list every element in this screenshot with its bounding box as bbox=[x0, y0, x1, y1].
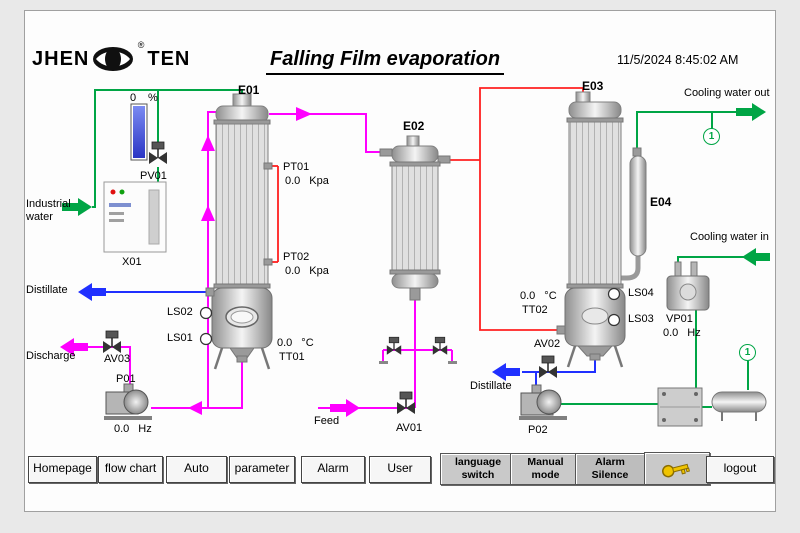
distillate-right-label: Distillate bbox=[470, 380, 512, 392]
homepage-button[interactable]: Homepage bbox=[28, 456, 97, 483]
logo: JHEN ® TEN bbox=[32, 40, 191, 72]
tt01-value: 0.0°C bbox=[277, 337, 314, 349]
flow-chart-button[interactable]: flow chart bbox=[98, 456, 163, 483]
p02-label: P02 bbox=[528, 424, 548, 436]
page-title: Falling Film evaporation bbox=[266, 48, 505, 75]
ls02-label: LS02 bbox=[167, 306, 193, 318]
pt02-tag: PT02 bbox=[283, 251, 310, 263]
e01-label: E01 bbox=[238, 83, 260, 97]
cooling-water-out-label: Cooling water out bbox=[684, 87, 770, 99]
gauge-unit: % bbox=[148, 92, 158, 104]
alarm-button[interactable]: Alarm bbox=[301, 456, 365, 483]
ls03-label: LS03 bbox=[628, 313, 654, 325]
logo-text-right: TEN bbox=[147, 47, 191, 70]
pv01-label: PV01 bbox=[140, 170, 167, 182]
logo-text-left: JHEN bbox=[32, 47, 90, 70]
manual-mode-button[interactable]: Manual mode bbox=[510, 453, 581, 485]
av03-label: AV03 bbox=[104, 353, 131, 365]
feed-label: Feed bbox=[314, 415, 340, 427]
ls01-label: LS01 bbox=[167, 332, 193, 344]
pt01-tag: PT01 bbox=[283, 161, 310, 173]
cooling-water-in-label: Cooling water in bbox=[690, 231, 769, 243]
tt02-value: 0.0°C bbox=[520, 290, 557, 302]
p01-label: P01 bbox=[116, 373, 136, 385]
language-switch-button[interactable]: language switch bbox=[440, 453, 516, 485]
x01-label: X01 bbox=[122, 256, 142, 268]
e03-label: E03 bbox=[582, 79, 604, 93]
vp01-label: VP01 bbox=[666, 313, 693, 325]
logo-registered: ® bbox=[137, 40, 145, 50]
tt02-tag: TT02 bbox=[522, 304, 548, 316]
e02-label: E02 bbox=[403, 119, 425, 133]
av01-label: AV01 bbox=[396, 422, 423, 434]
parameter-button[interactable]: parameter bbox=[229, 456, 295, 483]
auto-button[interactable]: Auto bbox=[166, 456, 227, 483]
logout-button[interactable]: logout bbox=[706, 456, 774, 483]
discharge-label: Discharge bbox=[26, 350, 76, 362]
distillate-left-label: Distillate bbox=[26, 284, 68, 296]
datetime-display: 11/5/2024 8:45:02 AM bbox=[617, 53, 739, 67]
key-icon bbox=[660, 459, 694, 479]
logo-mark-icon: ® bbox=[91, 40, 144, 72]
gauge-value: 0 bbox=[130, 92, 137, 104]
key-button[interactable] bbox=[644, 452, 710, 485]
pump-indicator-right: 1 bbox=[739, 344, 756, 361]
e04-label: E04 bbox=[650, 195, 672, 209]
tt01-tag: TT01 bbox=[279, 351, 305, 363]
ls04-label: LS04 bbox=[628, 287, 654, 299]
industrial-water-label: Industrial water bbox=[26, 198, 71, 223]
alarm-silence-button[interactable]: Alarm Silence bbox=[575, 453, 645, 485]
user-button[interactable]: User bbox=[369, 456, 431, 483]
av02-label: AV02 bbox=[534, 338, 561, 350]
pump-indicator-top: 1 bbox=[703, 128, 720, 145]
